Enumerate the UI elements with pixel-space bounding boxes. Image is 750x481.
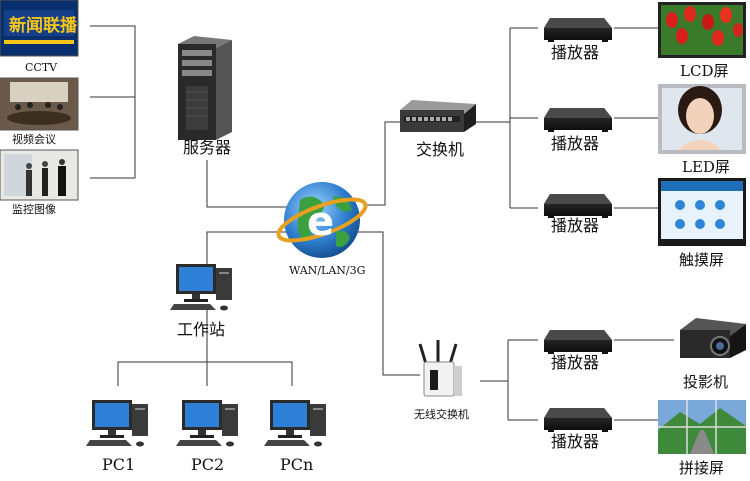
pcn-icon [264,400,326,447]
wireless-router-icon [418,340,462,397]
led-label: LED屏 [682,158,730,176]
lcd-label: LCD屏 [680,62,729,80]
connection-lines [90,25,674,421]
projector-label: 投影机 [683,373,729,391]
switch-icon [400,100,476,132]
surveillance-thumbnail [0,149,79,201]
video-conference-label: 视频会议 [12,133,56,146]
cctv-banner-text: 新闻联播 [9,15,78,36]
network-label: WAN/LAN/3G [289,264,366,277]
surveillance-label: 监控图像 [12,203,56,216]
pc1-icon [86,400,148,447]
switch-label: 交换机 [416,140,465,159]
wireless-switch-label: 无线交换机 [414,408,469,421]
player-5-icon [544,408,612,432]
player-1-label: 播放器 [551,43,600,62]
splice-screen-thumbnail [658,400,746,454]
splice-label: 拼接屏 [679,459,725,477]
workstation-icon [170,264,232,311]
cctv-thumbnail: 新闻联播 [0,0,79,57]
video-conference-thumbnail [0,77,79,131]
player-3-label: 播放器 [551,216,600,235]
server-label: 服务器 [183,138,232,157]
player-2-icon [544,108,612,132]
svg-text:e: e [307,199,334,245]
led-screen-thumbnail [658,84,746,154]
workstation-label: 工作站 [177,320,226,339]
touch-screen-thumbnail [658,178,746,246]
player-3-icon [544,194,612,218]
player-2-label: 播放器 [551,134,600,153]
player-4-icon [544,330,612,354]
player-5-label: 播放器 [551,432,600,451]
pc2-icon [176,400,238,447]
lcd-screen-thumbnail [658,2,746,58]
pc2-label: PC2 [191,455,225,474]
player-4-label: 播放器 [551,353,600,372]
player-1-icon [544,18,612,42]
touch-label: 触摸屏 [679,251,725,269]
cctv-label: CCTV [25,61,58,74]
pc1-label: PC1 [102,455,136,474]
network-globe-icon: e [276,182,368,258]
pcn-label: PCn [280,455,314,474]
server-icon [178,36,232,140]
projector-icon [680,318,746,358]
